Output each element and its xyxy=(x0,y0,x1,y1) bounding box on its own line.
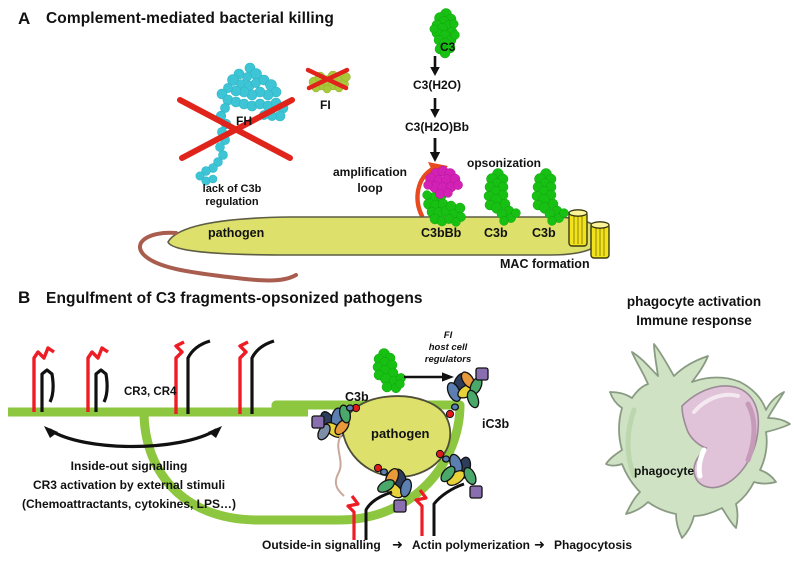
tether-strand-left xyxy=(334,433,345,497)
c3-molecule xyxy=(429,8,460,59)
mac-formation-label: MAC formation xyxy=(500,257,590,271)
pathogen-label-panel-a: pathogen xyxy=(208,226,265,240)
c3b-label-2: C3b xyxy=(532,226,556,240)
conversion-arrow-icon xyxy=(404,372,454,382)
phagocyte-plasma-membrane xyxy=(8,400,465,525)
ic3b-label: iC3b xyxy=(482,417,510,431)
fh-caption-line2: regulation xyxy=(205,196,259,208)
bottom-step-1: Outside-in signalling xyxy=(262,538,381,552)
integrin-receptor-bent-2 xyxy=(86,346,109,412)
amplification-loop-line1: amplification xyxy=(332,165,407,179)
phagocyte-label: phagocyte xyxy=(634,464,695,478)
bottom-arrow-1-icon: ➜ xyxy=(392,537,403,552)
integrin-receptor-cup-left xyxy=(346,490,393,540)
panel-b-title: Engulfment of C3 fragments-opsonized pat… xyxy=(46,290,423,307)
bottom-arrow-2-icon: ➜ xyxy=(534,537,545,552)
factor-i-label: FI xyxy=(320,98,331,112)
amplification-loop-line2: loop xyxy=(357,181,383,195)
integrin-receptor-extended-2 xyxy=(238,339,275,414)
inside-out-line3: (Chemoattractants, cytokines, LPS…) xyxy=(21,497,237,511)
panel-a-title: Complement-mediated bacterial killing xyxy=(46,10,334,27)
c3b-label-panel-b: C3b xyxy=(345,390,369,404)
regulators-line3: regulators xyxy=(424,354,472,365)
c3b-molecule-1 xyxy=(483,168,521,226)
panel-a-letter: A xyxy=(18,9,31,28)
factor-h-molecule xyxy=(195,62,289,186)
c3b-molecule-panel-b xyxy=(372,348,406,394)
phagocyte-activation-caption: phagocyte activation xyxy=(626,294,762,309)
phagocyte-cell xyxy=(605,343,791,539)
pathogen-label-panel-b: pathogen xyxy=(371,426,430,441)
ic3b-receptor-complex-bottom-right xyxy=(435,449,483,499)
c3bbb-convertase-molecule xyxy=(422,165,466,227)
c3bbb-label: C3bBb xyxy=(421,226,462,240)
integrin-receptor-cup-right xyxy=(414,482,465,536)
cascade-arrow-2-icon xyxy=(430,98,440,118)
bottom-step-2: Actin polymerization xyxy=(412,538,531,552)
ic3b-receptor-complex-bottom-left xyxy=(373,463,413,513)
factor-i-cross-out-icon xyxy=(305,67,350,91)
factor-h-cross-out-icon xyxy=(177,97,295,161)
regulators-line1: FI xyxy=(443,330,453,341)
cr3-cr4-label: CR3, CR4 xyxy=(124,386,177,398)
cascade-arrow-1-icon xyxy=(430,56,440,76)
regulators-line2: host cell xyxy=(428,342,468,353)
cascade-step-c3h2obb: C3(H2O)Bb xyxy=(404,120,469,134)
ic3b-receptor-complex-left xyxy=(311,403,361,441)
c3b-label-1: C3b xyxy=(484,226,508,240)
bottom-step-3: Phagocytosis xyxy=(554,538,633,552)
c3b-molecule-2 xyxy=(531,168,569,226)
inside-out-line2: CR3 activation by external stimuli xyxy=(32,478,226,492)
mac-pore-1 xyxy=(568,209,588,247)
integrin-receptor-bent-1 xyxy=(32,346,55,412)
immune-response-caption: Immune response xyxy=(636,313,752,328)
panel-b-letter: B xyxy=(18,288,31,307)
c3-label: C3 xyxy=(440,40,456,54)
inside-out-line1: Inside-out signalling xyxy=(70,459,188,473)
opsonization-label: opsonization xyxy=(467,156,541,170)
pathogen-flagellum-panel-a xyxy=(138,230,298,283)
factor-h-label: FH xyxy=(236,114,252,128)
cascade-arrow-3-icon xyxy=(429,138,441,162)
mac-pore-2 xyxy=(590,221,610,259)
fh-caption-line1: lack of C3b xyxy=(202,183,262,195)
cascade-step-c3h2o: C3(H2O) xyxy=(412,78,461,92)
ic3b-receptor-complex-right xyxy=(445,367,489,419)
inside-out-signalling-arrow-icon xyxy=(44,426,222,449)
integrin-receptor-extended-1 xyxy=(174,339,211,414)
